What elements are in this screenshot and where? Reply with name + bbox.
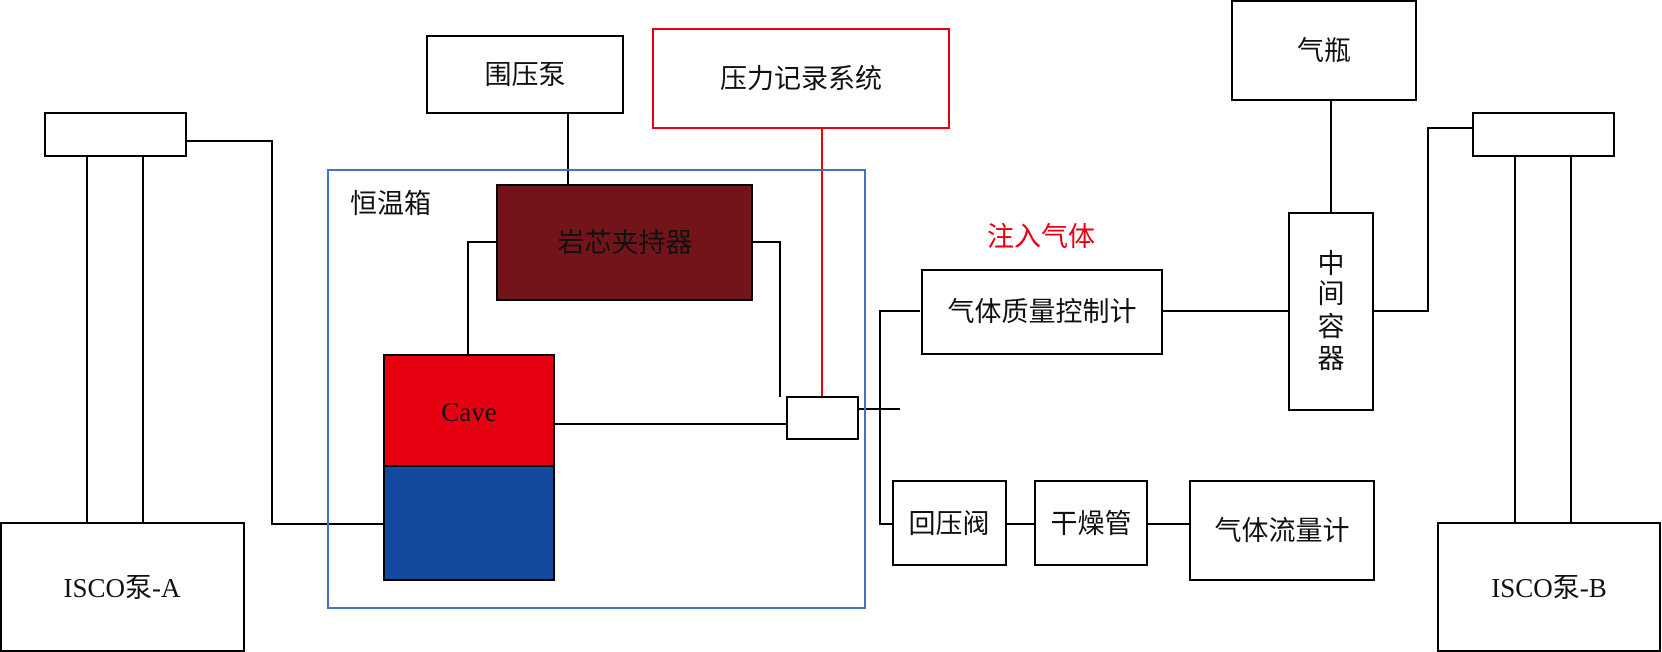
core-holder: 岩芯夹持器	[496, 184, 753, 301]
junction-block	[786, 396, 859, 440]
gas-flowmeter-box	[1189, 480, 1375, 581]
inject-gas-label: 注入气体	[987, 222, 1095, 252]
gas-flowmeter-label: 气体流量计	[1215, 516, 1350, 546]
mass-flow-controller-box	[921, 269, 1163, 355]
isco-a-label: ISCO泵-A	[63, 573, 181, 603]
cave-vessel: Cave	[383, 354, 555, 581]
gas-cylinder-box	[1231, 0, 1417, 101]
intermediate-container-char-2: 间	[1318, 279, 1345, 309]
drying-tube-box	[1034, 480, 1148, 566]
confining-pump: 围压泵	[426, 35, 624, 114]
isco-pump-a: ISCO泵-A	[0, 112, 245, 652]
cave-lower	[383, 465, 555, 581]
isco-b-top-cap	[1472, 112, 1615, 157]
incubator: 恒温箱	[327, 169, 866, 609]
mass-flow-controller: 气体质量控制计	[921, 269, 1163, 355]
cave-upper	[383, 354, 555, 467]
confining-pump-label: 围压泵	[485, 60, 566, 90]
gas-cylinder: 气瓶	[1231, 0, 1417, 101]
back-pressure-valve: 回压阀	[892, 480, 1007, 566]
intermediate-container: 中 间 容 器	[1288, 212, 1374, 411]
gas-cylinder-label: 气瓶	[1297, 36, 1351, 66]
isco-a-body	[0, 522, 245, 652]
back-pressure-valve-box	[892, 480, 1007, 566]
back-pressure-valve-label: 回压阀	[909, 509, 990, 539]
line-intermediate-to-isco-b	[1373, 127, 1473, 312]
line-core-holder-to-junction	[752, 241, 781, 397]
intermediate-container-char-3: 容	[1318, 312, 1345, 342]
cave-label: Cave	[441, 397, 496, 427]
pressure-recording-system: 压力记录系统	[652, 28, 950, 129]
incubator-frame	[327, 169, 866, 609]
mass-flow-controller-label: 气体质量控制计	[948, 297, 1137, 327]
core-holder-label: 岩芯夹持器	[558, 228, 693, 258]
isco-b-label: ISCO泵-B	[1491, 573, 1607, 603]
drying-tube-label: 干燥管	[1051, 509, 1132, 539]
pressure-system-box	[652, 28, 950, 129]
line-core-holder-to-cave	[467, 241, 497, 355]
drying-tube: 干燥管	[1034, 480, 1148, 566]
line-to-mass-flow-controller	[879, 310, 920, 525]
isco-b-body	[1437, 522, 1661, 652]
connection-lines	[186, 100, 1473, 525]
intermediate-container-box	[1288, 212, 1374, 411]
confining-pump-box	[426, 35, 624, 114]
isco-pump-b: ISCO泵-B	[1437, 112, 1661, 652]
isco-a-top-cap	[44, 112, 187, 157]
pressure-system-label: 压力记录系统	[720, 64, 882, 94]
intermediate-container-char-1: 中	[1318, 249, 1345, 279]
incubator-label: 恒温箱	[350, 189, 431, 219]
gas-flowmeter: 气体流量计	[1189, 480, 1375, 581]
core-holder-box	[496, 184, 753, 301]
intermediate-container-char-4: 器	[1318, 344, 1345, 374]
